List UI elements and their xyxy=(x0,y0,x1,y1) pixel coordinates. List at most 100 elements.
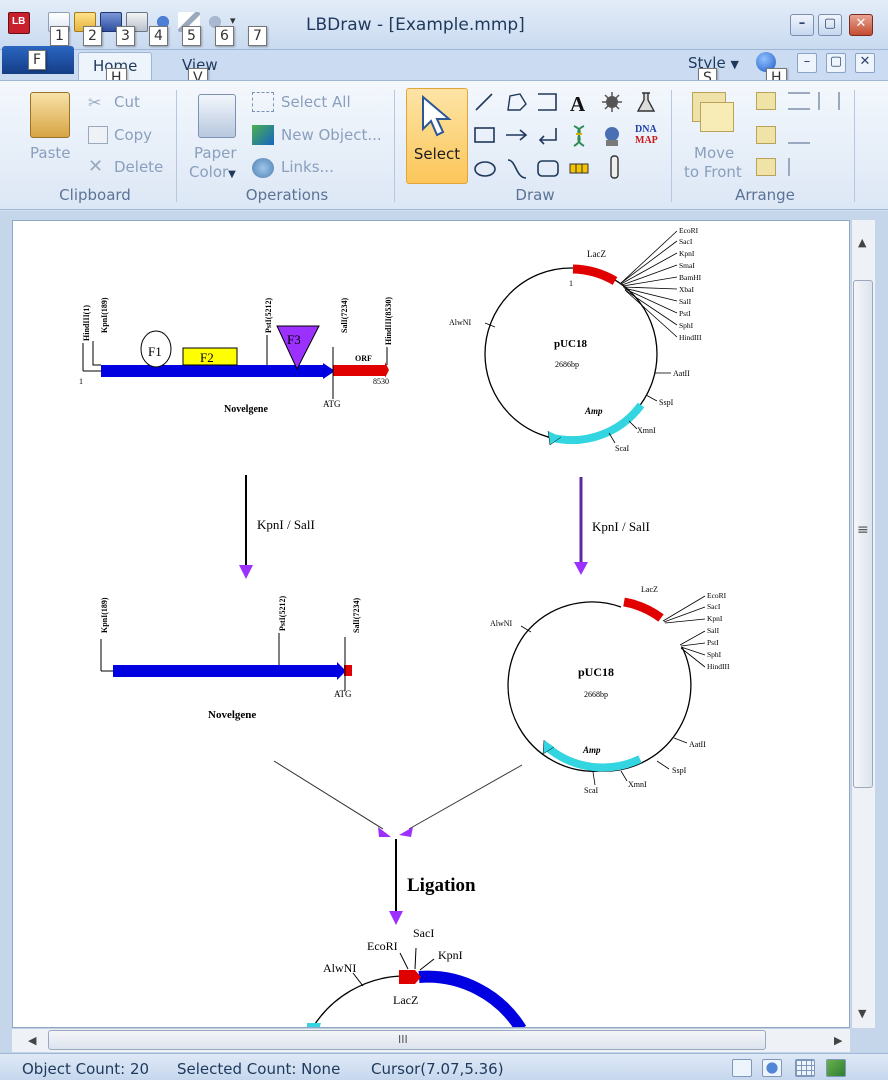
protein-tool-icon[interactable] xyxy=(605,127,619,146)
scroll-up-icon[interactable]: ▲ xyxy=(858,236,867,249)
info-icon[interactable] xyxy=(762,1059,782,1077)
keytip-6: 6 xyxy=(215,26,234,46)
new-object-button[interactable]: New Object... xyxy=(281,126,382,144)
arrow-tool-icon[interactable] xyxy=(506,129,528,141)
gene-name: Novelgene xyxy=(208,709,256,721)
keytip-7: 7 xyxy=(248,26,267,46)
text-tool-icon[interactable]: A xyxy=(570,92,586,116)
move-to-front-label[interactable]: Move xyxy=(694,144,735,162)
help-icon[interactable] xyxy=(756,52,776,72)
paper-color-icon[interactable] xyxy=(198,94,236,138)
plasmid-map-puc18[interactable]: LacZ 1 pUC18 2686bp Amp EcoRI SacI KpnI … xyxy=(449,226,702,453)
freeform-tool-icon[interactable] xyxy=(507,93,527,111)
amp-label: Amp xyxy=(584,406,603,416)
minimize-button[interactable]: – xyxy=(790,14,814,36)
distribute-icon[interactable] xyxy=(788,158,810,176)
horizontal-scroll-thumb[interactable] xyxy=(48,1030,766,1050)
feature-f1[interactable] xyxy=(140,330,172,368)
gene-fragment-novelgene[interactable]: KpnI(189) PstI(5212) SalI(7234) ATG Nove… xyxy=(100,596,361,721)
svg-text:EcoRI: EcoRI xyxy=(707,591,727,600)
status-bar: Object Count: 20 Selected Count: None Cu… xyxy=(0,1053,888,1080)
plasmid-map-puc18-digested[interactable]: LacZ pUC18 2668bp Amp EcoRI SacI KpnI Sa… xyxy=(490,585,730,795)
move-to-front-button[interactable]: to Front xyxy=(684,163,742,181)
group-separator xyxy=(394,90,395,202)
digest-arrow-right[interactable]: KpnI / SalI xyxy=(574,477,650,575)
virus-tool-icon[interactable] xyxy=(602,92,622,112)
feature-f2[interactable] xyxy=(182,347,238,366)
paper-color-button[interactable]: Color▼ xyxy=(189,163,236,181)
cursor-position: Cursor(7.07,5.36) xyxy=(371,1060,504,1078)
feature-f3[interactable] xyxy=(276,325,320,371)
orf-label: ORF xyxy=(355,354,372,363)
app-icon[interactable] xyxy=(8,12,30,34)
flask-tool-icon[interactable] xyxy=(636,92,656,112)
align-left-icon[interactable] xyxy=(818,92,840,110)
paper-color-label[interactable]: Paper xyxy=(194,144,237,162)
mdi-restore-button[interactable]: ▢ xyxy=(826,53,846,73)
recombinant-plasmid-map[interactable]: SacI EcoRI KpnI AlwNI LacZ xyxy=(307,926,527,1028)
drawing-canvas[interactable]: HindIII(1) KpnI(189) PstI(5212) SalI(723… xyxy=(12,220,850,1028)
rectangle-tool-icon[interactable] xyxy=(474,127,495,143)
maximize-button[interactable]: ▢ xyxy=(818,14,842,36)
curve-tool-icon[interactable] xyxy=(507,159,527,179)
grid-icon[interactable] xyxy=(795,1059,815,1077)
chevron-down-icon: ▼ xyxy=(730,58,739,71)
gel-lane-tool-icon[interactable] xyxy=(610,155,619,179)
end-label: 8530 xyxy=(373,377,389,386)
cut-button[interactable]: Cut xyxy=(114,93,140,111)
svg-text:SphI: SphI xyxy=(679,321,694,330)
mcs-site-labels: EcoRI SacI KpnI SalI PstI SphI HindIII xyxy=(707,591,730,671)
vertical-scroll-thumb[interactable] xyxy=(853,280,873,788)
delete-icon: ✕ xyxy=(88,156,104,177)
send-backward-icon[interactable] xyxy=(756,126,776,144)
links-button[interactable]: Links... xyxy=(281,158,334,176)
print-preview-icon[interactable] xyxy=(732,1059,752,1077)
snap-icon[interactable] xyxy=(826,1059,846,1077)
align-top-icon[interactable] xyxy=(788,92,810,110)
rounded-rect-tool-icon[interactable] xyxy=(537,160,559,177)
svg-text:MAP: MAP xyxy=(635,135,658,146)
lacz-feature xyxy=(623,597,664,622)
elbow-arrow-tool-icon[interactable] xyxy=(538,128,557,145)
ellipse-tool-icon[interactable] xyxy=(474,161,496,177)
copy-button[interactable]: Copy xyxy=(114,126,153,144)
select-tool-button[interactable]: Select xyxy=(406,88,468,184)
ligation-arrows[interactable]: Ligation xyxy=(273,760,523,925)
scroll-left-icon[interactable]: ◀ xyxy=(28,1034,37,1047)
amp-label: Amp xyxy=(582,745,601,755)
line-tool-icon[interactable] xyxy=(475,93,493,111)
select-all-button[interactable]: Select All xyxy=(281,93,351,111)
select-all-icon xyxy=(252,92,274,112)
gene-map-novelgene[interactable]: HindIII(1) KpnI(189) PstI(5212) SalI(723… xyxy=(79,297,393,415)
lacz-feature xyxy=(572,264,618,285)
delete-button[interactable]: Delete xyxy=(114,158,164,176)
plasmid-size: 2668bp xyxy=(584,690,608,699)
style-menu[interactable]: Style ▼ xyxy=(688,54,739,72)
bring-forward-icon[interactable] xyxy=(756,92,776,110)
scroll-right-icon[interactable]: ▶ xyxy=(834,1034,843,1047)
feature-f3-label: F3 xyxy=(287,332,301,347)
scroll-down-icon[interactable]: ▼ xyxy=(858,1007,867,1020)
align-middle-icon[interactable] xyxy=(788,126,810,144)
qat-customize-icon[interactable]: ▾ xyxy=(230,14,236,27)
select-tool-label: Select xyxy=(413,145,461,163)
send-to-back-icon[interactable] xyxy=(756,158,776,176)
dna-tool-icon[interactable] xyxy=(573,125,585,147)
digest-arrow-left[interactable]: KpnI / SalI xyxy=(239,475,315,579)
amp-feature xyxy=(552,402,645,444)
plasmid-name: pUC18 xyxy=(578,665,614,679)
site-label: AlwNI xyxy=(490,619,513,628)
selected-count: Selected Count: None xyxy=(177,1060,341,1078)
paste-icon[interactable] xyxy=(30,92,70,138)
mdi-close-button[interactable]: ✕ xyxy=(855,53,875,73)
svg-text:SalI: SalI xyxy=(707,626,720,635)
plasmid-segment-tool-icon[interactable] xyxy=(569,163,589,174)
mdi-minimize-button[interactable]: – xyxy=(797,53,817,73)
maximize-icon: ▢ xyxy=(823,16,837,31)
paste-button[interactable]: Paste xyxy=(30,144,71,162)
bracket-tool-icon[interactable] xyxy=(538,93,557,111)
title-bar xyxy=(0,0,888,50)
close-button[interactable]: ✕ xyxy=(849,14,873,36)
close-icon: ✕ xyxy=(855,16,867,31)
